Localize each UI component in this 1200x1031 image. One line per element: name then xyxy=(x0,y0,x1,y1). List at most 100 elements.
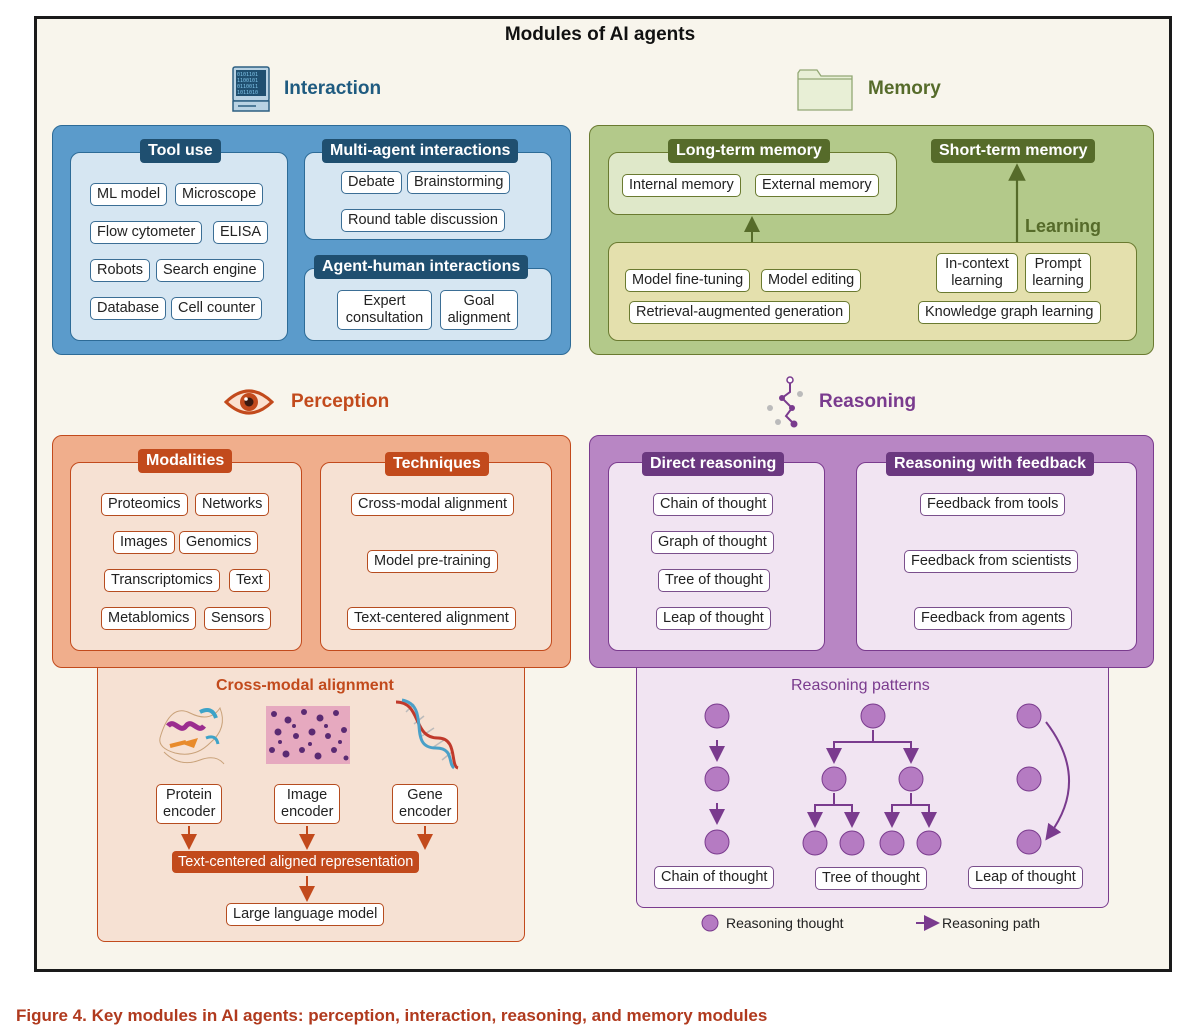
feedback-from-scientists: Feedback from scientists xyxy=(904,550,1079,573)
direct-tree-of-thought: Tree of thought xyxy=(658,569,770,592)
histology-image xyxy=(266,706,350,764)
folder-icon xyxy=(797,67,853,111)
perception-title: Perception xyxy=(291,391,390,412)
modalities-header: Modalities xyxy=(138,449,233,473)
method-rag: Retrieval-augmented generation xyxy=(629,301,851,324)
reasoning-title: Reasoning xyxy=(819,391,917,412)
protein-structure-image xyxy=(150,698,232,770)
feedback-reasoning-header: Reasoning with feedback xyxy=(886,452,1095,476)
large-language-model: Large language model xyxy=(226,903,385,926)
tree-branch xyxy=(873,741,919,764)
modality-transcriptomics: Transcriptomics xyxy=(104,569,220,592)
modality-genomics: Genomics xyxy=(179,531,259,554)
internal-memory: Internal memory xyxy=(622,174,741,197)
reasoning-tree-icon xyxy=(764,376,810,430)
reasoning-patterns-title: Reasoning patterns xyxy=(791,677,930,694)
tool-robots: Robots xyxy=(90,259,150,282)
tool-cell-counter: Cell counter xyxy=(171,297,263,320)
memory-title: Memory xyxy=(868,78,941,99)
direct-leap-of-thought: Leap of thought xyxy=(656,607,771,630)
agent-human-expert: Expert consultation xyxy=(337,290,432,330)
techniques-header: Techniques xyxy=(385,452,489,476)
modality-text: Text xyxy=(229,569,270,592)
tree-node xyxy=(916,830,942,856)
method-knowledge-graph: Knowledge graph learning xyxy=(918,301,1101,324)
tree-node xyxy=(821,766,847,792)
tree-pattern xyxy=(802,703,942,856)
feedback-from-agents: Feedback from agents xyxy=(914,607,1073,630)
long-term-memory-header: Long-term memory xyxy=(668,139,830,163)
eye-icon xyxy=(223,386,275,418)
leap-node xyxy=(1016,766,1042,792)
tree-node xyxy=(898,766,924,792)
learning-label: Learning xyxy=(1025,216,1102,236)
multi-agent-brainstorming: Brainstorming xyxy=(407,171,511,194)
leap-arrow xyxy=(1045,721,1070,841)
legend-path-label: Reasoning path xyxy=(942,915,1041,931)
pattern-tree-label: Tree of thought xyxy=(815,867,927,890)
leap-node xyxy=(1016,703,1042,729)
figure-title: Modules of AI agents xyxy=(504,24,696,45)
tool-ml-model: ML model xyxy=(90,183,168,206)
direct-reasoning-header: Direct reasoning xyxy=(642,452,785,476)
tree-branch xyxy=(834,804,860,828)
pattern-chain-label: Chain of thought xyxy=(654,866,775,889)
direct-chain-of-thought: Chain of thought xyxy=(653,493,774,516)
gene-encoder: Gene encoder xyxy=(392,784,458,824)
multi-agent-round-table: Round table discussion xyxy=(341,209,505,232)
text-centered-representation: Text-centered aligned representation xyxy=(172,851,420,873)
modality-networks: Networks xyxy=(195,493,270,516)
leap-pattern xyxy=(1016,703,1070,855)
tool-elisa: ELISA xyxy=(213,221,269,244)
tree-branch xyxy=(826,730,874,764)
method-in-context-learning: In-context learning xyxy=(936,253,1018,293)
chain-node xyxy=(704,703,730,729)
chain-node xyxy=(704,829,730,855)
modality-sensors: Sensors xyxy=(204,607,272,630)
method-prompt-learning: Prompt learning xyxy=(1025,253,1091,293)
tree-node xyxy=(802,830,828,856)
tree-branch xyxy=(911,804,937,828)
short-term-memory-header: Short-term memory xyxy=(931,139,1096,163)
legend-thought-label: Reasoning thought xyxy=(726,915,844,931)
tool-microscope: Microscope xyxy=(175,183,264,206)
interaction-title: Interaction xyxy=(284,78,382,99)
svg-text:0110011: 0110011 xyxy=(237,84,258,90)
modality-proteomics: Proteomics xyxy=(101,493,188,516)
tool-flow-cytometer: Flow cytometer xyxy=(90,221,203,244)
protein-encoder: Protein encoder xyxy=(156,784,222,824)
direct-graph-of-thought: Graph of thought xyxy=(651,531,774,554)
multi-agent-header: Multi-agent interactions xyxy=(322,139,519,163)
image-encoder: Image encoder xyxy=(274,784,340,824)
technique-cross-modal: Cross-modal alignment xyxy=(351,493,515,516)
external-memory: External memory xyxy=(755,174,879,197)
modality-images: Images xyxy=(113,531,175,554)
method-model-fine-tuning: Model fine-tuning xyxy=(625,269,751,292)
technique-text-centered: Text-centered alignment xyxy=(347,607,516,630)
tool-search-engine: Search engine xyxy=(156,259,264,282)
tree-branch xyxy=(884,793,912,828)
tree-node xyxy=(879,830,905,856)
agent-human-goal: Goal alignment xyxy=(440,290,518,330)
cross-modal-title: Cross-modal alignment xyxy=(216,677,394,694)
tree-node xyxy=(860,703,886,729)
tool-database: Database xyxy=(90,297,167,320)
tree-node xyxy=(839,830,865,856)
method-model-editing: Model editing xyxy=(761,269,862,292)
modality-metablomics: Metablomics xyxy=(101,607,197,630)
technique-pre-training: Model pre-training xyxy=(367,550,498,573)
feedback-from-tools: Feedback from tools xyxy=(920,493,1066,516)
svg-text:0101101: 0101101 xyxy=(237,72,258,78)
chain-pattern xyxy=(704,703,730,855)
legend-thought-icon xyxy=(701,914,719,932)
figure-caption: Figure 4. Key modules in AI agents: perc… xyxy=(16,1006,768,1025)
svg-text:1100101: 1100101 xyxy=(237,78,258,84)
multi-agent-debate: Debate xyxy=(341,171,402,194)
chain-node xyxy=(704,766,730,792)
leap-node xyxy=(1016,829,1042,855)
svg-text:1011010: 1011010 xyxy=(237,90,258,96)
tree-branch xyxy=(807,793,835,828)
pattern-leap-label: Leap of thought xyxy=(968,866,1083,889)
